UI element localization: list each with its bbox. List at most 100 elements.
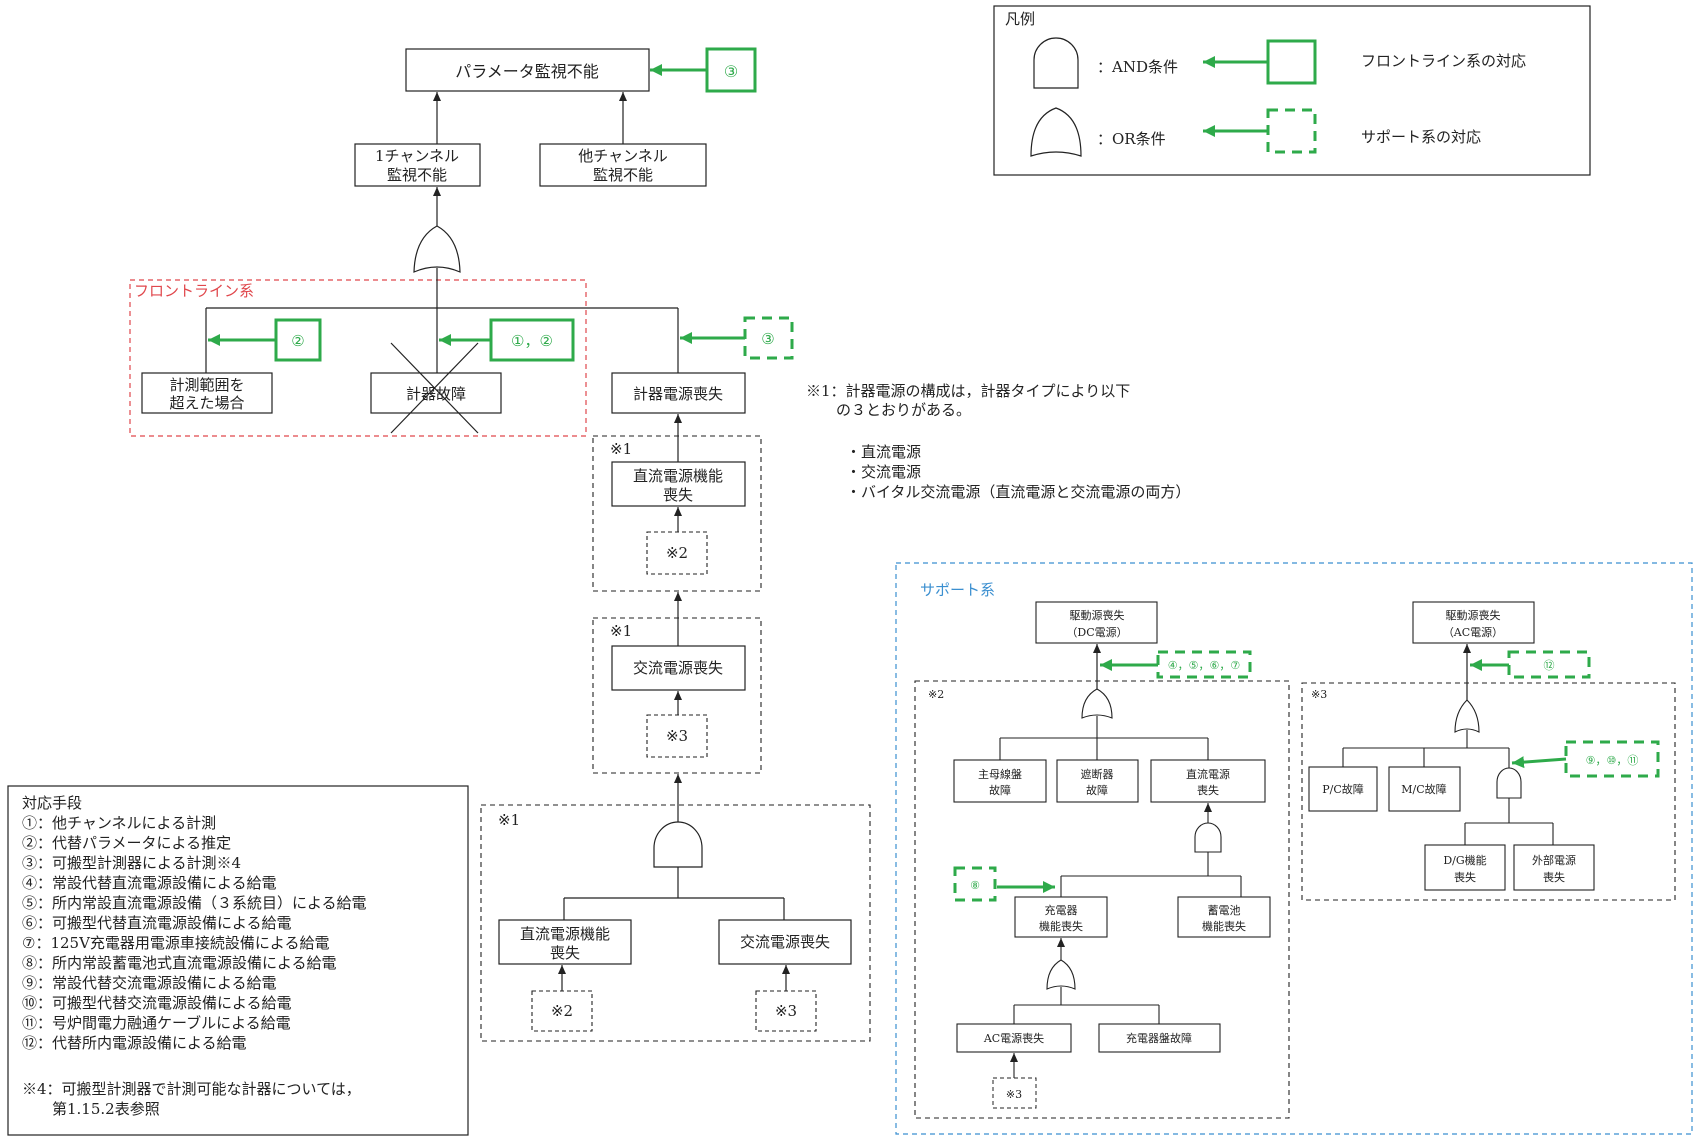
instrument-failure-label: 計器故障 bbox=[406, 385, 466, 403]
ref2-box: ※2 bbox=[646, 531, 708, 575]
instrument-power-loss-box: 計器電源喪失 bbox=[611, 372, 746, 414]
vital-ac-loss-box: 交流電源喪失 bbox=[718, 919, 852, 965]
ref3-label: ※3 bbox=[666, 727, 688, 745]
measure-item: ⑦：125V充電器用電源車接続設備による給電 bbox=[22, 934, 329, 952]
top-response-box: ③ bbox=[705, 47, 757, 93]
ref3-box: ※3 bbox=[646, 714, 708, 758]
vital-note-area bbox=[480, 804, 871, 1042]
ac-loss-label: 交流電源喪失 bbox=[633, 659, 723, 677]
and-gate-support-ac bbox=[1496, 767, 1522, 799]
charger-panel-box: 充電器盤故障 bbox=[1098, 1023, 1221, 1053]
legend-and-label: ：AND条件 bbox=[1097, 58, 1178, 76]
support-ac-resp-label: ⑫ bbox=[1544, 659, 1555, 672]
dc-power-loss-box: 直流電源 喪失 bbox=[1150, 759, 1266, 803]
dg-line2: 喪失 bbox=[1454, 870, 1476, 884]
support-area bbox=[895, 562, 1693, 1135]
measure-item: ⑥：可搬型代替直流電源設備による給電 bbox=[22, 914, 292, 932]
support-mark2: ※2 bbox=[928, 688, 944, 701]
dc-note-mark: ※1 bbox=[610, 440, 632, 458]
measure-item: ⑧：所内常設蓄電池式直流電源設備による給電 bbox=[22, 954, 337, 972]
vital-dc-loss-line1: 直流電源機能 bbox=[520, 925, 610, 943]
resp-failure: ①，② bbox=[489, 318, 575, 362]
or-gate-support-ac bbox=[1454, 699, 1480, 733]
measure-item: ⑩：可搬型代替交流電源設備による給電 bbox=[22, 994, 292, 1012]
legend-title: 凡例 bbox=[1005, 10, 1035, 28]
or-gate-channel1 bbox=[413, 225, 461, 273]
legend-frontline-box-icon bbox=[1266, 39, 1317, 85]
resp-power-label: ③ bbox=[761, 330, 774, 348]
measure-item: ⑫：代替所内電源設備による給電 bbox=[22, 1034, 247, 1052]
support-resp9-label: ⑨，⑩，⑪ bbox=[1586, 754, 1639, 767]
measure-item: ⑤：所内常設直流電源設備（３系統目）による給電 bbox=[22, 894, 367, 912]
support-label: サポート系 bbox=[920, 581, 995, 599]
dg-line1: D/G機能 bbox=[1443, 853, 1486, 867]
vital-ref2-label: ※2 bbox=[551, 1002, 573, 1020]
charger-loss-line1: 充電器 bbox=[1045, 903, 1078, 917]
instrument-power-loss-label: 計器電源喪失 bbox=[633, 385, 723, 403]
support-dc-top-line1: 駆動源喪失 bbox=[1070, 608, 1125, 622]
measure-item: ①：他チャンネルによる計測 bbox=[22, 814, 216, 832]
legend-frontline-label: フロントライン系の対応 bbox=[1361, 52, 1526, 70]
main-bus-box: 主母線盤 故障 bbox=[953, 759, 1047, 803]
charger-panel-label: 充電器盤故障 bbox=[1126, 1031, 1192, 1045]
support-mark3: ※3 bbox=[1311, 688, 1327, 701]
or-gate-support-dc bbox=[1081, 688, 1113, 719]
offsite-box: 外部電源 喪失 bbox=[1513, 844, 1595, 891]
legend-and-gate-icon bbox=[1033, 37, 1079, 89]
channel1-line1: 1チャンネル bbox=[375, 147, 459, 165]
support-ref3-box: ※3 bbox=[992, 1077, 1037, 1109]
breaker-box: 遮断器 故障 bbox=[1056, 759, 1139, 803]
measures-note4-line2: 第1.15.2表参照 bbox=[22, 1100, 160, 1118]
and-gate-dc-power bbox=[1194, 822, 1222, 853]
support-ref3-label: ※3 bbox=[1006, 1088, 1022, 1101]
resp-failure-label: ①，② bbox=[511, 332, 553, 350]
offsite-line1: 外部電源 bbox=[1532, 853, 1576, 867]
dc-power-loss-line2: 喪失 bbox=[1197, 783, 1219, 797]
vital-ac-loss-label: 交流電源喪失 bbox=[740, 933, 830, 951]
ac-power-loss-label: AC電源喪失 bbox=[983, 1031, 1044, 1045]
measure-item: ⑨：常設代替交流電源設備による給電 bbox=[22, 974, 277, 992]
resp-over-range: ② bbox=[274, 318, 322, 362]
channel1-box: 1チャンネル 監視不能 bbox=[354, 143, 481, 187]
note1-line6: ・バイタル交流電源（直流電源と交流電源の両方） bbox=[846, 483, 1190, 501]
note1-line5: ・交流電源 bbox=[846, 463, 921, 481]
support-ac-top-line1: 駆動源喪失 bbox=[1446, 608, 1501, 622]
support-dc-top-line2: （DC電源） bbox=[1066, 625, 1127, 639]
dc-power-loss-line1: 直流電源 bbox=[1186, 767, 1230, 781]
ac-power-loss-box: AC電源喪失 bbox=[956, 1023, 1072, 1053]
battery-loss-line1: 蓄電池 bbox=[1208, 904, 1241, 917]
frontline-area bbox=[129, 279, 587, 437]
measures-panel: 対応手段 ①：他チャンネルによる計測 ②：代替パラメータによる推定 ③：可搬型計… bbox=[7, 785, 469, 1136]
battery-loss-line2: 機能喪失 bbox=[1202, 919, 1246, 933]
dg-box: D/G機能 喪失 bbox=[1424, 844, 1506, 891]
support-resp9: ⑨，⑩，⑪ bbox=[1564, 740, 1660, 778]
battery-loss-box: 蓄電池 機能喪失 bbox=[1177, 896, 1271, 938]
ac-note-mark: ※1 bbox=[610, 622, 632, 640]
vital-note-mark: ※1 bbox=[498, 811, 520, 829]
resp-power: ③ bbox=[743, 316, 794, 360]
over-range-box: 計測範囲を 超えた場合 bbox=[141, 372, 273, 414]
charger-loss-box: 充電器 機能喪失 bbox=[1014, 896, 1108, 938]
support-resp9-arrow bbox=[1511, 756, 1567, 769]
support-ac-note-area bbox=[1301, 682, 1676, 901]
ac-loss-box: 交流電源喪失 bbox=[611, 645, 746, 691]
legend-support-label: サポート系の対応 bbox=[1361, 128, 1481, 146]
measures-note4-line1: ※4：可搬型計測器で計測可能な計器については， bbox=[22, 1080, 361, 1098]
breaker-line1: 遮断器 bbox=[1081, 767, 1114, 781]
and-gate-vital bbox=[653, 821, 703, 868]
breaker-line2: 故障 bbox=[1086, 783, 1108, 797]
resp-over-range-label: ② bbox=[291, 332, 304, 350]
dc-loss-box: 直流電源機能 喪失 bbox=[611, 461, 746, 507]
legend-or-gate-icon bbox=[1030, 107, 1082, 157]
main-bus-line1: 主母線盤 bbox=[978, 767, 1022, 781]
dc-loss-line1: 直流電源機能 bbox=[633, 467, 723, 485]
dc-note-area bbox=[592, 435, 762, 592]
note1-text: ※1：計器電源の構成は，計器タイプにより以下 の３とおりがある。 ・直流電源 ・… bbox=[806, 382, 1190, 501]
vital-ref3-box: ※3 bbox=[755, 990, 817, 1032]
instrument-failure-box: 計器故障 bbox=[370, 342, 502, 434]
dc-loss-line2: 喪失 bbox=[663, 486, 693, 504]
mc-label: M/C故障 bbox=[1401, 782, 1446, 796]
top-event-box: パラメータ監視不能 bbox=[405, 48, 650, 92]
legend: 凡例 ：AND条件 ：OR条件 フロントライン系の対応 サポート系の対応 bbox=[993, 5, 1591, 176]
